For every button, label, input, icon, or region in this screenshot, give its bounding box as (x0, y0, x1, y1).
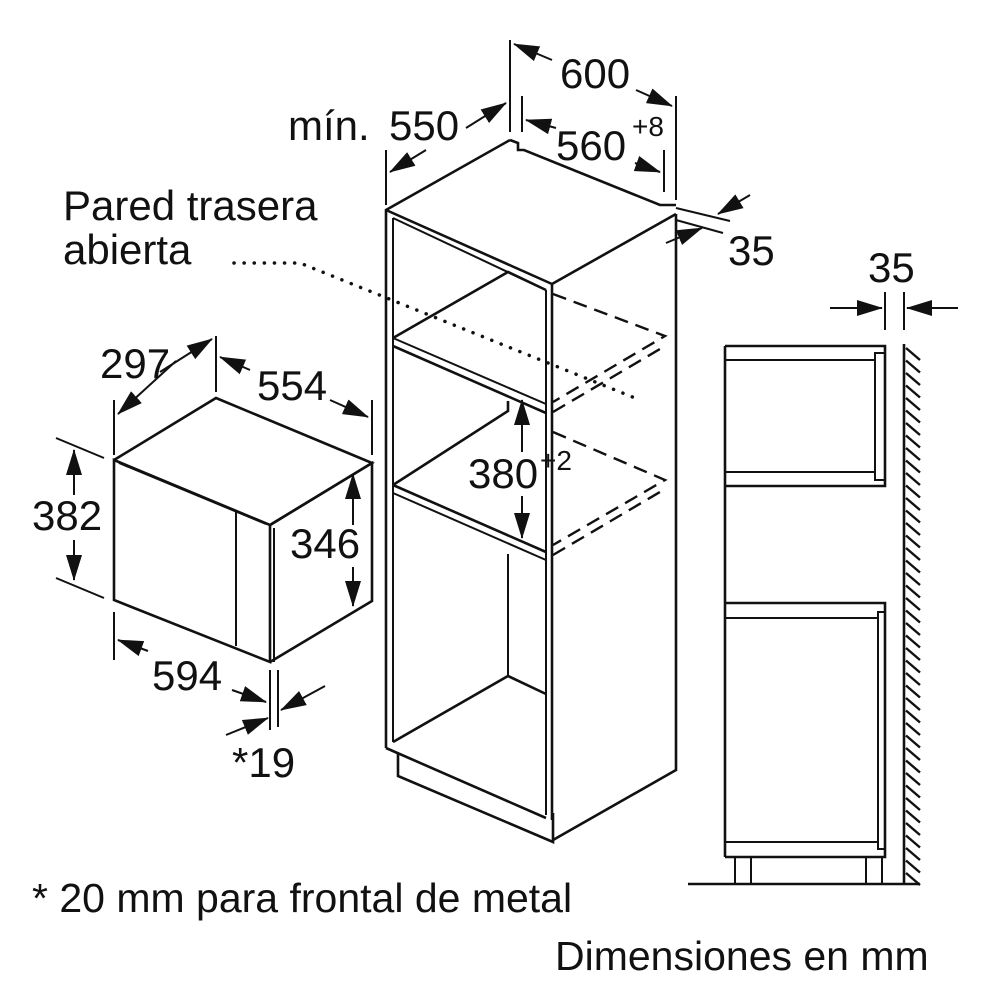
cabinet-inner-width-label: 560 (556, 122, 626, 169)
niche-height-tolerance: +2 (540, 445, 572, 476)
cabinet-dimensions (385, 40, 751, 539)
open-rear-wall-indicator (232, 261, 668, 557)
microwave-dimensions (55, 336, 373, 736)
rear-wall-callout-line1: Pared trasera (63, 182, 318, 229)
units-note: Dimensiones en mm (555, 933, 929, 979)
cabinet-outer-width-label: 600 (560, 50, 630, 97)
side-view-dimensions (830, 292, 958, 330)
cabinet-inner-width-tolerance: +8 (632, 111, 664, 142)
niche-height-label: 380 (468, 450, 538, 497)
footnote-metal-front: * 20 mm para frontal de metal (32, 875, 572, 921)
microwave-top-width-label: 554 (257, 362, 327, 409)
microwave-drawing (112, 396, 375, 664)
microwave-side-height-label: 346 (290, 520, 360, 567)
microwave-total-height-label: 382 (32, 492, 102, 539)
microwave-depth-label: 297 (100, 340, 170, 387)
cabinet-rear-gap-label: 35 (728, 227, 775, 274)
cabinet-min-depth-prefix: mín. (288, 102, 370, 149)
cabinet-min-depth-label: 550 (389, 102, 459, 149)
rear-wall-callout-line2: abierta (63, 226, 192, 273)
wall-hatch (905, 347, 921, 886)
tall-cabinet-drawing (384, 138, 678, 844)
microwave-front-thickness-label: *19 (232, 739, 295, 786)
side-view-wall-gap-label: 35 (868, 244, 915, 291)
microwave-front-width-label: 594 (152, 652, 222, 699)
side-view-drawing (688, 344, 921, 886)
